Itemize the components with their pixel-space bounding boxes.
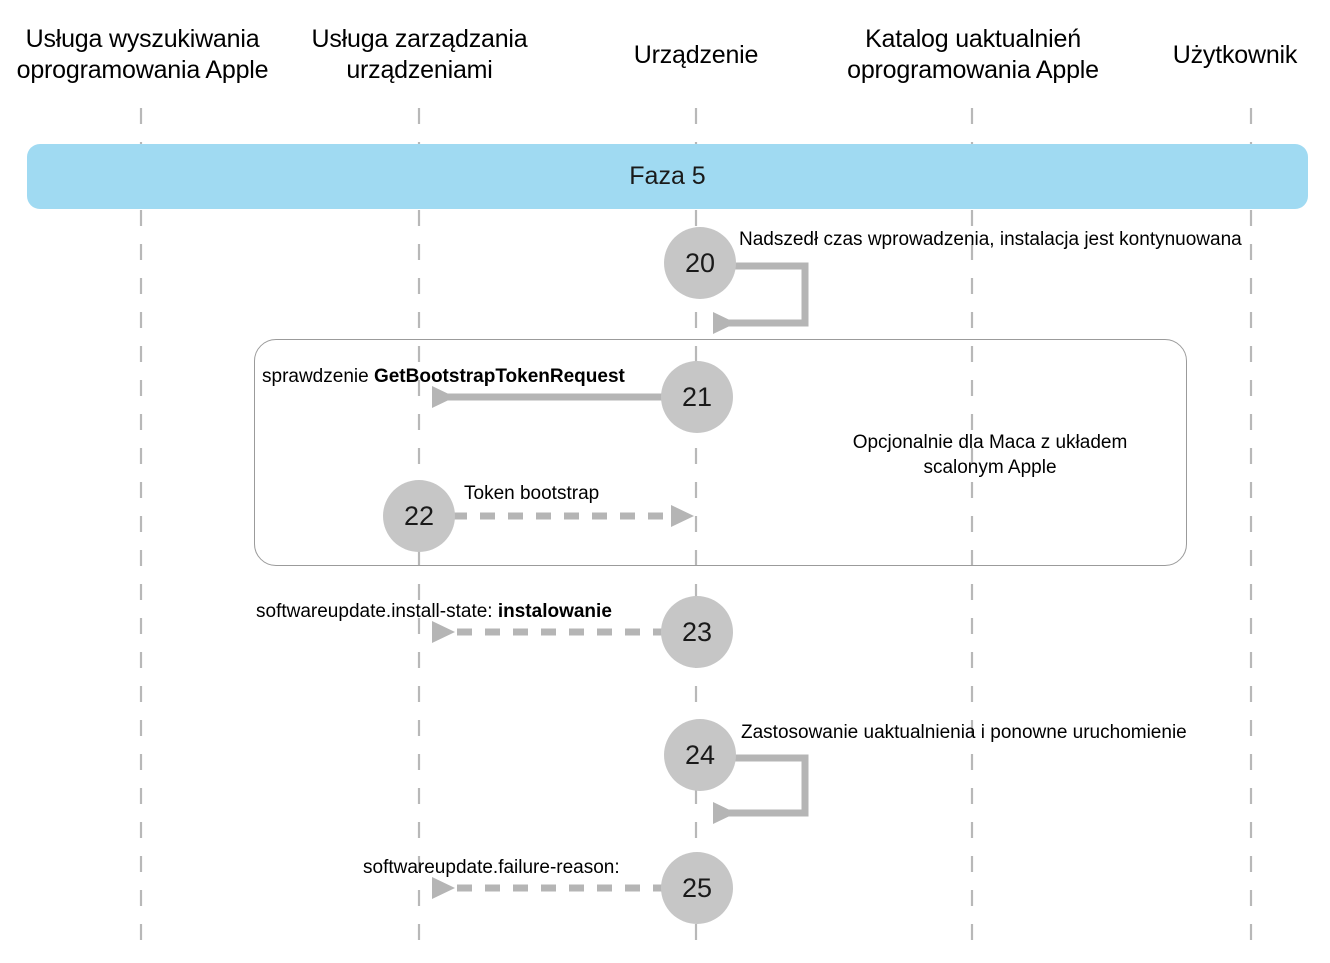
step-number-23: 23 — [681, 616, 713, 647]
phase-banner: Faza 5 — [27, 144, 1308, 209]
phase-banner-label: Faza 5 — [629, 162, 706, 190]
step-label-24-text: Zastosowanie uaktualnienia i ponowne uru… — [741, 722, 1187, 743]
step-label-21-text: sprawdzenie — [262, 366, 374, 387]
step-20-self-loop-arrow — [700, 262, 809, 334]
step-label-20: Nadszedł czas wprowadzenia, instalacja j… — [739, 228, 1242, 252]
lifeline-header-user: Użytkownik — [1140, 40, 1330, 71]
step-label-23-emphasis: instalowanie — [497, 601, 612, 622]
step-badge-20[interactable]: 20 — [664, 227, 736, 299]
lifeline-label-user: Użytkownik — [1172, 41, 1298, 69]
step-label-25: softwareupdate.failure-reason: — [363, 856, 620, 880]
step-badge-24[interactable]: 24 — [664, 719, 736, 791]
lifeline-header-apple-software-update-catalog: Katalog uaktualnień oprogramowania Apple — [828, 24, 1118, 86]
step-badge-21[interactable]: 21 — [661, 361, 733, 433]
step-number-21: 21 — [681, 381, 713, 412]
step-badge-23[interactable]: 23 — [661, 596, 733, 668]
step-number-22: 22 — [403, 500, 435, 531]
optional-fragment-box — [254, 339, 1187, 566]
optional-fragment-note: Opcjonalnie dla Maca z układem scalonym … — [805, 430, 1175, 480]
lifeline-label-device: Urządzenie — [633, 41, 759, 69]
step-badge-25[interactable]: 25 — [661, 852, 733, 924]
step-number-24: 24 — [684, 739, 716, 770]
step-24-self-loop-arrow — [700, 754, 809, 824]
step-number-20: 20 — [684, 247, 716, 278]
step-label-23-text: softwareupdate.install-state: — [256, 601, 498, 622]
step-label-22: Token bootstrap — [464, 482, 599, 506]
lifeline-label-apple-software-lookup-service: Usługa wyszukiwania oprogramowania Apple — [16, 25, 269, 84]
step-label-21: sprawdzenie GetBootstrapTokenRequest — [262, 365, 625, 389]
step-label-24: Zastosowanie uaktualnienia i ponowne uru… — [741, 721, 1187, 745]
step-label-22-text: Token bootstrap — [464, 483, 600, 504]
step-badge-22[interactable]: 22 — [383, 480, 455, 552]
lifeline-label-device-management-service: Usługa zarządzania urządzeniami — [311, 25, 528, 84]
step-label-25-text: softwareupdate.failure-reason: — [363, 857, 620, 878]
step-label-20-text: Nadszedł czas wprowadzenia, instalacja j… — [739, 229, 1242, 250]
lifeline-header-device: Urządzenie — [581, 40, 811, 71]
lifeline-label-apple-software-update-catalog: Katalog uaktualnień oprogramowania Apple — [847, 25, 1099, 84]
optional-fragment-note-line-2: scalonym Apple — [923, 457, 1057, 478]
step-label-23: softwareupdate.install-state: instalowan… — [256, 600, 612, 624]
step-number-25: 25 — [681, 872, 713, 903]
lifeline-header-device-management-service: Usługa zarządzania urządzeniami — [292, 24, 547, 86]
optional-fragment-note-line-1: Opcjonalnie dla Maca z układem — [852, 432, 1128, 453]
lifeline-header-apple-software-lookup-service: Usługa wyszukiwania oprogramowania Apple — [0, 24, 285, 86]
step-label-21-emphasis: GetBootstrapTokenRequest — [373, 366, 625, 387]
